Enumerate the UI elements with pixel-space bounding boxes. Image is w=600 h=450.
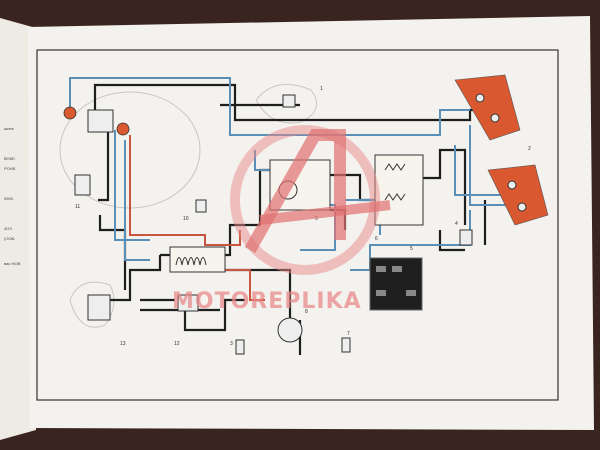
pilot-lamp-right	[116, 122, 130, 136]
coil-box	[169, 246, 226, 273]
component-numbers: 1 2 3 4 5 6 7 8 9 10 11 12 13	[75, 86, 531, 347]
svg-text:3: 3	[230, 341, 233, 347]
svg-text:(ООВ,: (ООВ,	[4, 236, 15, 241]
small-components	[74, 94, 473, 355]
svg-text:вао НОВ: вао НОВ	[4, 261, 21, 266]
watermark: MOTOREPLIKA	[172, 125, 391, 314]
svg-text:5: 5	[410, 246, 413, 252]
svg-text:2: 2	[528, 146, 531, 152]
ignition-coil	[177, 294, 199, 312]
svg-text:шнее: шнее	[4, 126, 15, 131]
svg-text:4ОЗ.: 4ОЗ.	[4, 226, 13, 231]
svg-text:12: 12	[174, 341, 180, 347]
svg-text:0900.: 0900.	[4, 196, 14, 201]
svg-text:РОНЕ.: РОНЕ.	[4, 166, 16, 171]
battery	[369, 257, 423, 311]
svg-text:13: 13	[120, 341, 126, 347]
speedo-lamp	[74, 174, 91, 196]
diagram-frame	[36, 49, 559, 401]
generator-outline	[69, 281, 115, 328]
pilot-lamp-left	[63, 106, 77, 120]
svg-text:1: 1	[320, 86, 323, 92]
svg-text:ВОКЕ.: ВОКЕ.	[4, 156, 16, 161]
left-page-margin-text: шнее ВОКЕ. РОНЕ. 0900. 4ОЗ. (ООВ, вао НО…	[4, 126, 21, 266]
turn-signal-upper	[454, 74, 521, 141]
svg-text:9: 9	[315, 216, 318, 222]
wires-red	[129, 135, 265, 301]
generator	[87, 294, 111, 321]
headlight-lamps	[63, 106, 130, 136]
svg-text:8: 8	[305, 309, 308, 315]
svg-text:6: 6	[375, 236, 378, 242]
watermark-text: MOTOREPLIKA	[172, 289, 362, 314]
relay-box	[374, 154, 424, 226]
svg-text:4: 4	[455, 221, 458, 227]
horn-button	[459, 229, 473, 246]
svg-text:10: 10	[183, 216, 189, 222]
left-page	[0, 18, 36, 440]
spark-plug-1	[235, 339, 245, 355]
turn-signal-lower	[487, 164, 549, 226]
svg-text:7: 7	[347, 331, 350, 337]
turn-signals	[454, 74, 549, 226]
horn	[282, 94, 296, 108]
ignition-switch	[277, 317, 303, 343]
svg-text:11: 11	[75, 204, 80, 210]
spark-plug-2	[341, 337, 351, 353]
stop-switch	[195, 199, 207, 213]
headlight-switch	[87, 109, 114, 133]
